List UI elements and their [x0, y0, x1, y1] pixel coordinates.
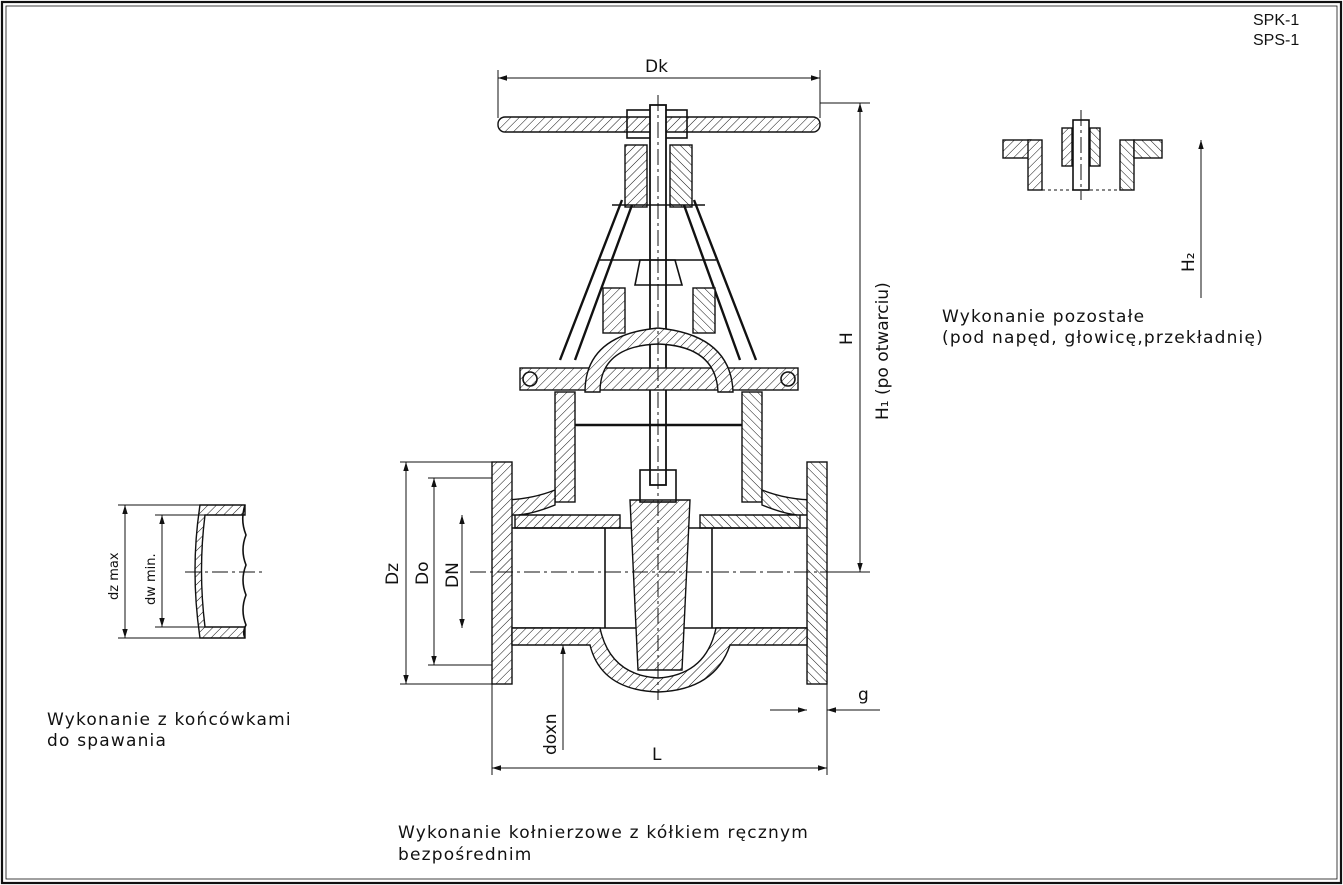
dim-diameters: Dz Do DN	[383, 461, 492, 685]
svg-text:g: g	[858, 685, 869, 705]
caption-welding-line2: do spawania	[47, 731, 167, 751]
actuator-version-detail: H₂	[1002, 110, 1204, 298]
gate-wedge	[629, 499, 691, 671]
dim-g: g	[770, 685, 880, 713]
svg-text:doxn: doxn	[541, 713, 561, 755]
welding-end-detail: dz max dw min.	[107, 504, 265, 639]
caption-other-version-line2: (pod napęd, głowicę,przekładnię)	[942, 328, 1264, 348]
caption-welding-line1: Wykonanie z końcówkami	[47, 710, 292, 730]
svg-text:Dz: Dz	[383, 563, 403, 585]
svg-text:H₁ (po otwarciu): H₁ (po otwarciu)	[873, 282, 893, 420]
right-flange	[806, 461, 828, 685]
svg-text:DN: DN	[443, 562, 463, 588]
svg-text:dz max: dz max	[107, 552, 122, 600]
svg-text:H: H	[837, 332, 857, 345]
svg-text:H₂: H₂	[1179, 252, 1199, 272]
code-spk: SPK-1	[1253, 12, 1299, 29]
caption-flanged-line2: bezpośrednim	[398, 845, 533, 865]
svg-text:Do: Do	[413, 562, 433, 586]
code-sps: SPS-1	[1253, 32, 1299, 49]
svg-text:L: L	[652, 745, 662, 765]
dim-dk: Dk	[497, 57, 821, 118]
dim-l: L	[491, 684, 828, 775]
dim-h: H H₁ (po otwarciu)	[820, 102, 893, 573]
caption-other-version-line1: Wykonanie pozostałe	[942, 307, 1145, 327]
caption-flanged-line1: Wykonanie kołnierzowe z kółkiem ręcznym	[398, 823, 809, 843]
dim-doxn: doxn	[541, 645, 566, 755]
svg-text:Dk: Dk	[645, 57, 668, 77]
left-flange	[491, 461, 513, 685]
gate-valve-drawing	[470, 95, 850, 700]
svg-text:dw min.: dw min.	[144, 553, 159, 605]
